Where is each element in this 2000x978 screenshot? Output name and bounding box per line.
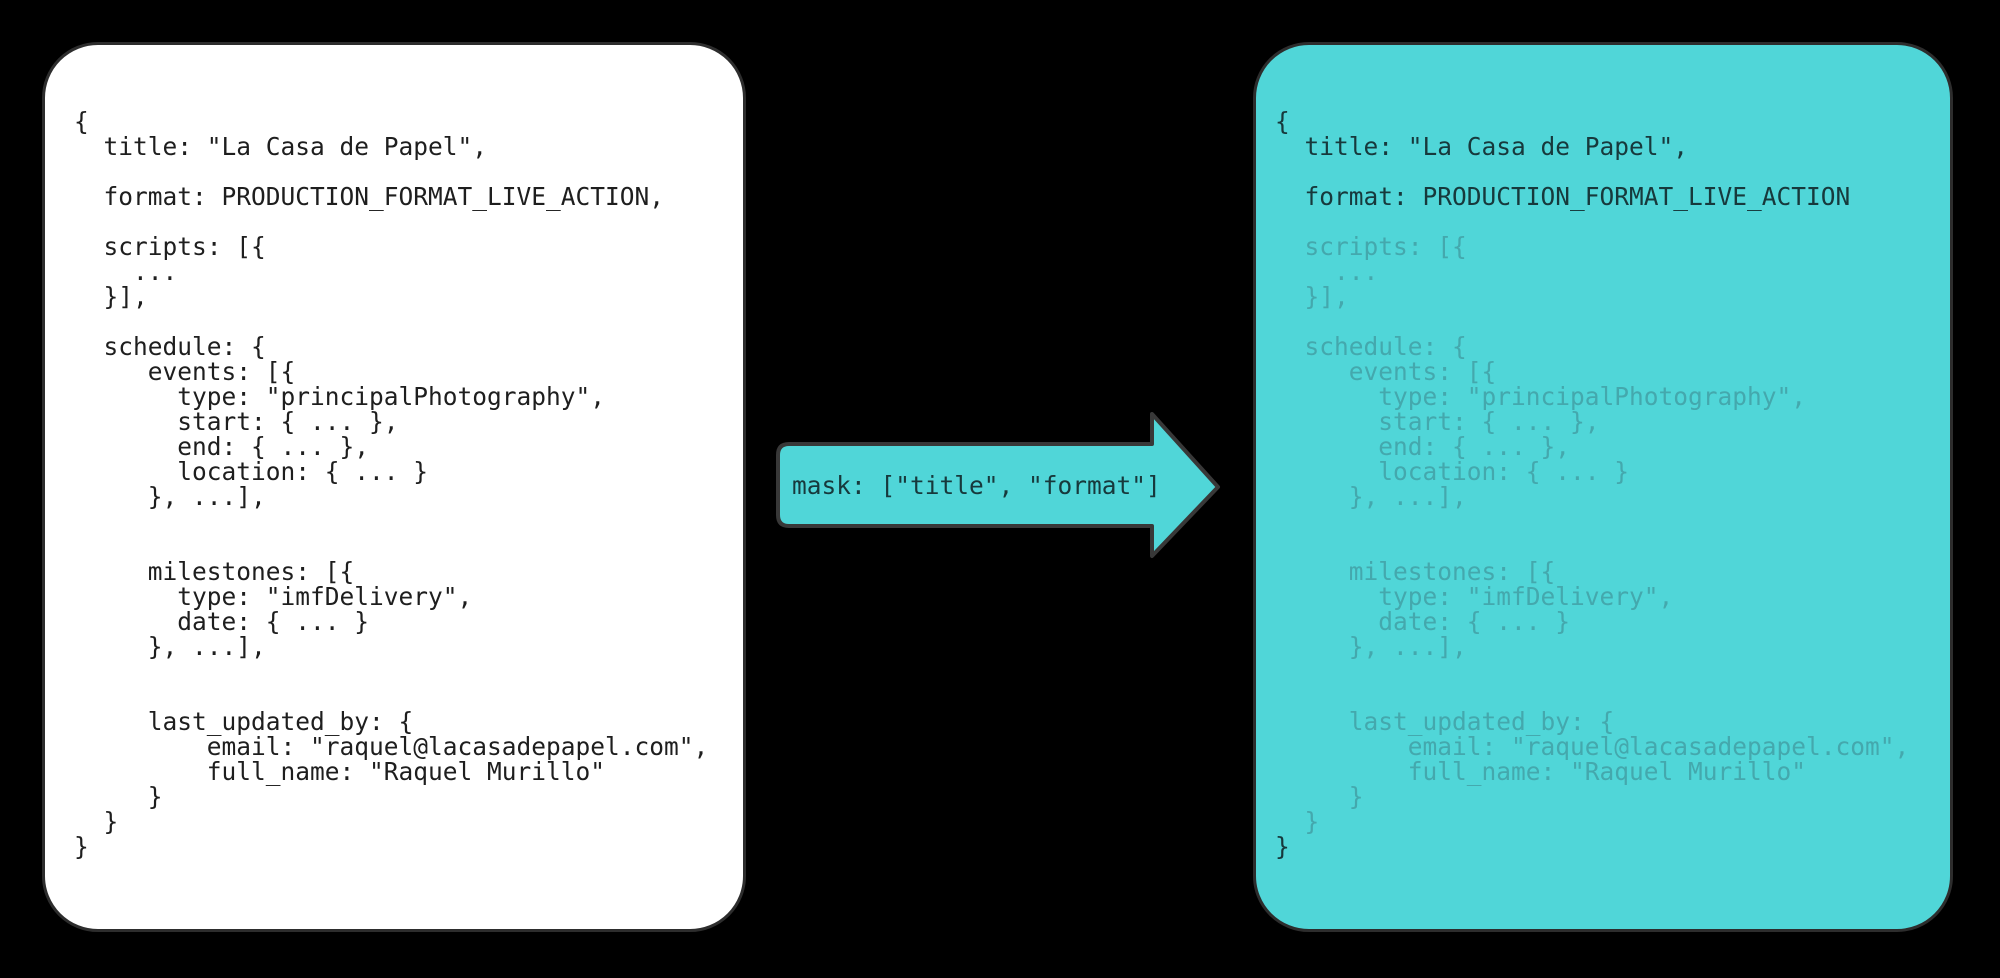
code-line bbox=[1275, 659, 1942, 684]
code-line bbox=[1275, 309, 1942, 334]
code-line: }, ...], bbox=[1275, 632, 1467, 661]
code-line: }], bbox=[1275, 282, 1349, 311]
code-line: } bbox=[1275, 832, 1290, 861]
code-line: email: "raquel@lacasadepapel.com", bbox=[74, 732, 709, 761]
code-line: format: PRODUCTION_FORMAT_LIVE_ACTION bbox=[1275, 182, 1851, 211]
code-line: date: { ... } bbox=[1275, 607, 1571, 636]
mask-arrow-label: mask: ["title", "format"] bbox=[792, 470, 1161, 500]
code-line: start: { ... }, bbox=[74, 407, 399, 436]
code-line bbox=[74, 159, 735, 184]
code-line: date: { ... } bbox=[74, 607, 370, 636]
code-line bbox=[74, 659, 735, 684]
code-line: { bbox=[74, 107, 89, 136]
code-line: } bbox=[74, 807, 119, 836]
code-line bbox=[1275, 159, 1942, 184]
code-line: end: { ... }, bbox=[1275, 432, 1571, 461]
code-line bbox=[1275, 209, 1942, 234]
masked-json-code: { title: "La Casa de Papel", format: PRO… bbox=[1275, 109, 1942, 859]
original-json-card: { title: "La Casa de Papel", format: PRO… bbox=[42, 42, 746, 932]
code-line: schedule: { bbox=[74, 332, 266, 361]
code-line: milestones: [{ bbox=[74, 557, 355, 586]
arrow-shape-icon bbox=[776, 412, 1220, 558]
code-line: }, ...], bbox=[74, 632, 266, 661]
code-line: scripts: [{ bbox=[1275, 232, 1467, 261]
code-line: } bbox=[1275, 807, 1320, 836]
code-line bbox=[74, 684, 735, 709]
code-line: }, ...], bbox=[1275, 482, 1467, 511]
mask-arrow: mask: ["title", "format"] bbox=[772, 408, 1224, 562]
code-line: scripts: [{ bbox=[74, 232, 266, 261]
code-line: type: "principalPhotography", bbox=[74, 382, 606, 411]
code-line: full_name: "Raquel Murillo" bbox=[1275, 757, 1807, 786]
masked-json-card: { title: "La Casa de Papel", format: PRO… bbox=[1253, 42, 1953, 932]
original-json-code: { title: "La Casa de Papel", format: PRO… bbox=[74, 109, 735, 859]
code-line: title: "La Casa de Papel", bbox=[1275, 132, 1689, 161]
code-line bbox=[1275, 509, 1942, 534]
code-line: type: "imfDelivery", bbox=[74, 582, 473, 611]
code-line: email: "raquel@lacasadepapel.com", bbox=[1275, 732, 1910, 761]
code-line: events: [{ bbox=[74, 357, 296, 386]
code-line: } bbox=[74, 782, 163, 811]
code-line bbox=[74, 534, 735, 559]
code-line: schedule: { bbox=[1275, 332, 1467, 361]
code-line: ... bbox=[74, 257, 178, 286]
code-line: type: "imfDelivery", bbox=[1275, 582, 1674, 611]
code-line: }, ...], bbox=[74, 482, 266, 511]
code-line: } bbox=[1275, 782, 1364, 811]
code-line: location: { ... } bbox=[74, 457, 429, 486]
code-line: }], bbox=[74, 282, 148, 311]
code-line: end: { ... }, bbox=[74, 432, 370, 461]
code-line: last_updated_by: { bbox=[74, 707, 414, 736]
code-line: title: "La Casa de Papel", bbox=[74, 132, 488, 161]
code-line bbox=[1275, 534, 1942, 559]
code-line: format: PRODUCTION_FORMAT_LIVE_ACTION, bbox=[74, 182, 665, 211]
code-line: ... bbox=[1275, 257, 1379, 286]
code-line bbox=[74, 509, 735, 534]
code-line: location: { ... } bbox=[1275, 457, 1630, 486]
code-line bbox=[74, 209, 735, 234]
code-line: last_updated_by: { bbox=[1275, 707, 1615, 736]
code-line bbox=[74, 309, 735, 334]
code-line: start: { ... }, bbox=[1275, 407, 1600, 436]
code-line: { bbox=[1275, 107, 1290, 136]
code-line: events: [{ bbox=[1275, 357, 1497, 386]
code-line: } bbox=[74, 832, 89, 861]
code-line: milestones: [{ bbox=[1275, 557, 1556, 586]
code-line: full_name: "Raquel Murillo" bbox=[74, 757, 606, 786]
code-line bbox=[1275, 684, 1942, 709]
code-line: type: "principalPhotography", bbox=[1275, 382, 1807, 411]
